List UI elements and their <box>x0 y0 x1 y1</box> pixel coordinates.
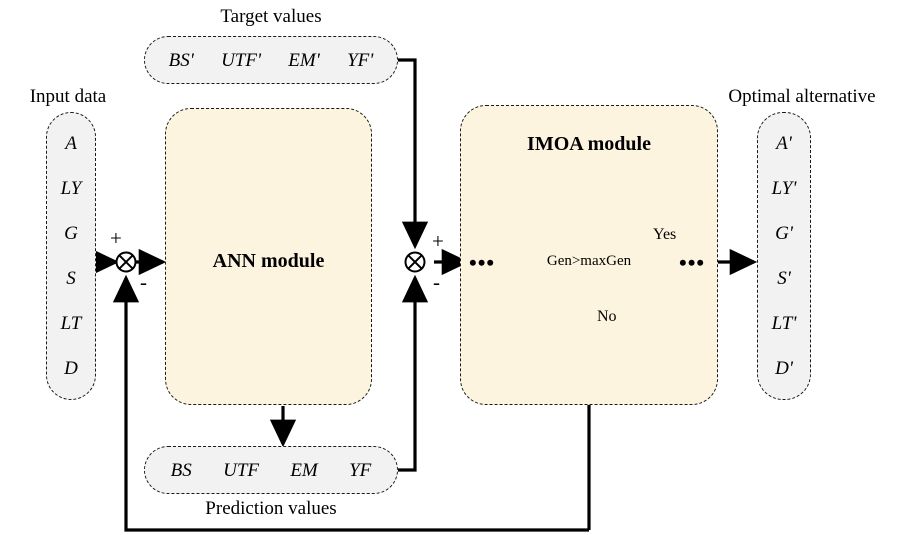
input-item: G <box>64 223 78 244</box>
junction-left-glyph <box>115 251 137 273</box>
target-item: UTF' <box>221 49 262 71</box>
optimal-item: LT' <box>771 313 797 334</box>
imoa-module-box[interactable] <box>460 105 718 405</box>
input-item: A <box>65 133 77 154</box>
ellipsis-after-diamond: ••• <box>679 250 706 275</box>
junction-left-minus-sign: - <box>140 270 147 294</box>
ann-module-box[interactable] <box>165 108 372 405</box>
input-item: D <box>64 358 78 379</box>
target-item: YF' <box>347 49 374 71</box>
target-item: EM' <box>288 49 320 71</box>
optimal-item: G' <box>775 223 793 244</box>
junction-right-glyph <box>404 251 426 273</box>
prediction-item: EM <box>290 459 318 481</box>
junction-right-plus-sign: + <box>432 229 444 253</box>
prediction-values-caption: Prediction values <box>205 498 337 519</box>
edge-target-to-junction <box>398 58 429 250</box>
target-item: BS' <box>168 49 194 71</box>
prediction-item: UTF <box>223 459 259 481</box>
ellipsis-before-diamond: ••• <box>469 250 496 275</box>
input-data-caption: Input data <box>29 86 107 107</box>
optimal-item: D' <box>775 358 793 379</box>
edge-feedback-bottom-to-junction <box>112 274 589 532</box>
optimal-alternative-box[interactable]: A' LY' G' S' LT' D' <box>757 112 811 400</box>
input-item: LY <box>60 178 82 199</box>
optimal-item: S' <box>777 268 791 289</box>
prediction-item: YF <box>349 459 372 481</box>
optimal-item: A' <box>776 133 792 154</box>
prediction-item: BS <box>170 459 192 481</box>
input-item: LT <box>60 313 82 334</box>
prediction-values-box[interactable]: BS UTF EM YF <box>144 446 398 494</box>
input-data-box[interactable]: A LY G S LT D <box>46 112 96 400</box>
decision-condition-label: Gen>maxGen <box>546 253 632 269</box>
input-item: S <box>66 268 76 289</box>
optimal-item: LY' <box>771 178 797 199</box>
target-values-caption: Target values <box>220 6 322 27</box>
optimal-alternative-caption: Optimal alternative <box>728 86 876 107</box>
decision-no-label: No <box>597 308 617 325</box>
imoa-module-label: IMOA module <box>527 133 651 155</box>
junction-right-minus-sign: - <box>433 270 440 294</box>
target-values-box[interactable]: BS' UTF' EM' YF' <box>144 36 398 84</box>
ann-module-label: ANN module <box>212 250 325 272</box>
edge-prediction-to-junction <box>398 274 429 472</box>
junction-left-plus-sign: + <box>110 226 122 250</box>
decision-yes-label: Yes <box>653 226 677 243</box>
